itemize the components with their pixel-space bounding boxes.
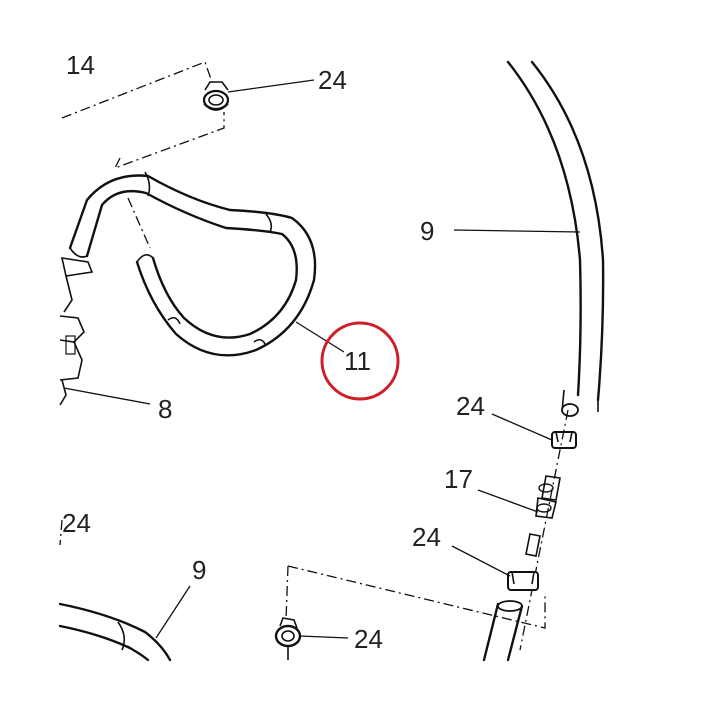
boundary-line-bottom-right [287,565,546,629]
hose-9-bottom [58,602,172,662]
fitting-17 [519,409,569,651]
boundary-line-left-short [59,519,63,546]
leader-11 [295,321,345,353]
callout-9-bottom: 9 [192,555,206,585]
hose-clamp-top [202,81,230,111]
highlight-circle [320,321,400,401]
hose-11 [68,171,317,357]
hose-clamp-right-upper [551,431,577,449]
callout-8: 8 [158,394,172,424]
boundary-line-mid [113,112,225,170]
boundary-line-bottom-left [285,565,289,621]
leader-24-right-lower [451,545,511,577]
hose-stub-bottom-right [482,600,524,662]
callout-24-bottom: 24 [354,624,383,654]
hose-clamp-right-lower [507,571,539,591]
callout-11: 11 [344,346,371,376]
mounting-bracket [59,257,94,406]
callout-24-right-upper: 24 [456,391,485,421]
leader-9-right [453,229,581,233]
hose-9-right [506,60,605,417]
callout-24-top: 24 [318,65,347,95]
callout-9-right: 9 [420,216,434,246]
leader-24-top [227,79,315,93]
callout-17: 17 [444,464,473,494]
callout-14: 14 [66,50,95,80]
leader-17 [477,489,539,513]
hose-clamp-bottom [274,617,302,660]
callout-24-right-lower: 24 [412,522,441,552]
leader-9-bottom [155,585,191,639]
callout-24-left: 24 [62,508,91,538]
leader-24-bottom [299,635,349,639]
leader-24-right-upper [491,413,553,441]
boundary-line-top-left [61,61,213,119]
leader-8 [63,387,151,405]
